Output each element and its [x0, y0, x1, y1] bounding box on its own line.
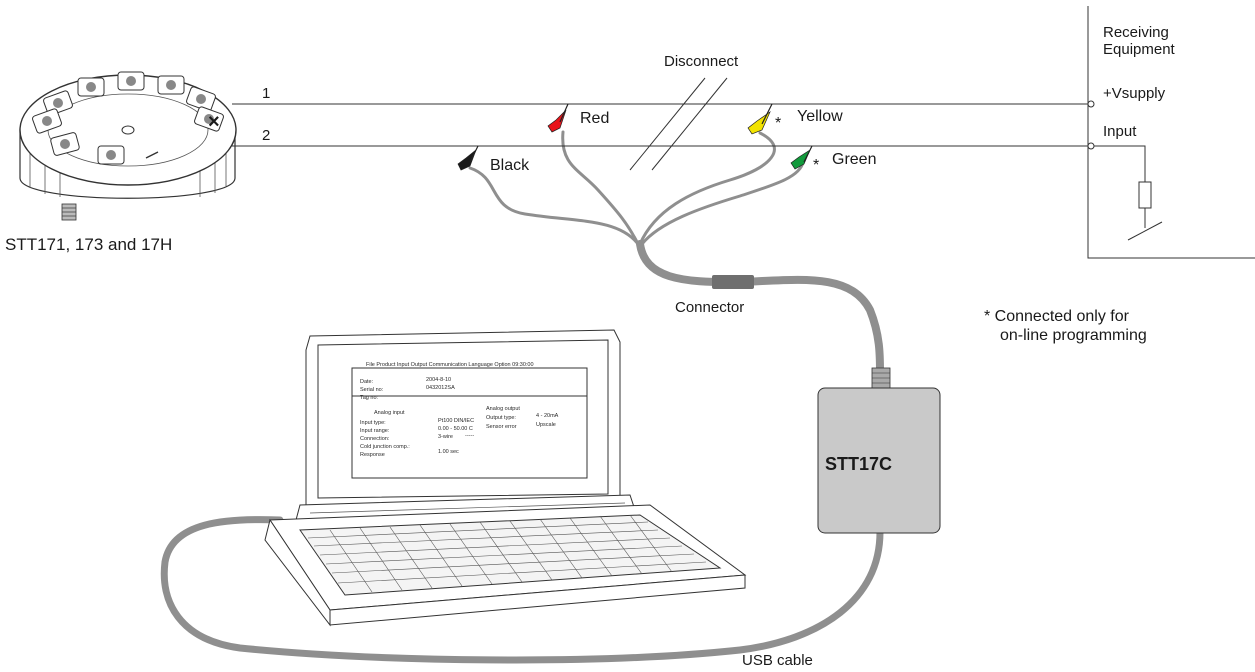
- screen-connection-value: 3-wire: [438, 434, 453, 440]
- screen-menu-bar: File Product Input Output Communication …: [366, 362, 534, 368]
- green-asterisk: *: [813, 157, 819, 174]
- clip-black: [457, 145, 479, 171]
- terminal-2-label: 2: [262, 127, 270, 144]
- screen-connection-label: Connection:: [360, 436, 390, 442]
- terminal-1-label: 1: [262, 85, 270, 102]
- disconnect-symbol: [629, 77, 728, 171]
- plus-mark: ×: [208, 111, 220, 133]
- stt17c-interface: [817, 367, 941, 534]
- receiving-title-line1: Receiving: [1103, 24, 1169, 41]
- screen-input-type-value: Pt100 DIN/IEC: [438, 418, 474, 424]
- screen-analog-input-title: Analog input: [374, 410, 405, 416]
- screen-serial-value: 0432012SA: [426, 385, 455, 391]
- clip-red: [547, 103, 569, 133]
- screen-serial-label: Serial no:: [360, 387, 384, 393]
- screen-analog-output-title: Analog output: [486, 406, 520, 412]
- wire-green: [640, 160, 805, 246]
- receiving-equipment: [1087, 6, 1255, 259]
- wire-yellow: [638, 131, 776, 246]
- screen-date-label: Date:: [360, 379, 374, 385]
- screen-response-value: 1.00 sec: [438, 449, 459, 455]
- yellow-clip-label: Yellow: [797, 108, 843, 125]
- wire-black: [468, 166, 640, 246]
- disconnect-label: Disconnect: [664, 53, 739, 70]
- screen-cold-junction-label: Cold junction comp.:: [360, 444, 410, 450]
- connector-sleeve: [712, 275, 754, 289]
- screen-output-type-label: Output type:: [486, 415, 516, 421]
- cable-bundle: [160, 130, 884, 664]
- green-clip-label: Green: [832, 151, 876, 168]
- note-line2: on-line programming: [1000, 327, 1147, 344]
- usb-cable-label: USB cable: [742, 652, 813, 669]
- screen-response-label: Response: [360, 452, 385, 458]
- screen-date-value: 2004-8-10: [426, 377, 451, 383]
- screen-sensor-error-label: Sensor error: [486, 424, 517, 430]
- clip-yellow: [747, 103, 773, 135]
- interface-label: STT17C: [825, 454, 892, 474]
- receiving-title-line2: Equipment: [1103, 41, 1176, 58]
- black-clip-label: Black: [490, 157, 530, 174]
- screen-output-type-value: 4 - 20mA: [536, 413, 559, 419]
- transmitter: ×: [19, 71, 237, 221]
- red-clip-label: Red: [580, 110, 609, 127]
- connector-label: Connector: [675, 299, 744, 316]
- usb-cable: [160, 516, 884, 664]
- vsupply-label: +Vsupply: [1103, 85, 1166, 102]
- wire-red: [561, 130, 640, 246]
- screen-input-range-label: Input range:: [360, 428, 390, 434]
- main-cable: [636, 240, 884, 376]
- note-line1: * Connected only for: [984, 308, 1130, 325]
- input-label: Input: [1103, 123, 1137, 140]
- transmitter-model-label: STT171, 173 and 17H: [5, 235, 172, 254]
- clip-green: [790, 145, 813, 170]
- screen-input-type-label: Input type:: [360, 420, 386, 426]
- laptop: [264, 329, 747, 627]
- screen-tag-label: Tag no:: [360, 395, 379, 401]
- yellow-asterisk: *: [775, 115, 781, 132]
- screen-cold-junction-value: -----: [465, 433, 474, 439]
- screen-sensor-error-value: Upscale: [536, 422, 556, 428]
- screen-input-range-value: 0.00 - 50.00 C: [438, 426, 473, 432]
- laptop-screen-content: File Product Input Output Communication …: [360, 362, 559, 458]
